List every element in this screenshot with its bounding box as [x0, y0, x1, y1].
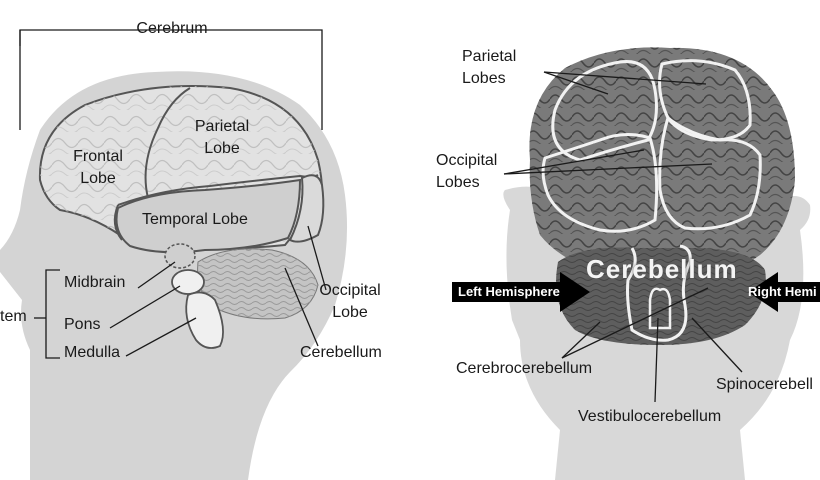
midbrain-label: Midbrain [64, 274, 126, 291]
parietal-lobe-label-line1: Parietal [194, 118, 250, 135]
left-hemisphere-label: Left Hemisphere [458, 284, 560, 299]
left-leader-lines [19, 29, 327, 359]
occipital-lobes-label: Occipital Lobes [436, 150, 497, 194]
rear-brain-shape [529, 47, 795, 272]
frontal-lobe-label: Frontal Lobe [58, 146, 138, 190]
parietal-lobes-label-line2: Lobes [462, 70, 506, 87]
pons-label: Pons [64, 316, 101, 333]
occipital-lobe-shape [288, 174, 325, 243]
frontal-lobe-label-line1: Frontal [73, 148, 123, 165]
brainstem-label: tem [0, 308, 27, 325]
occipital-lobe-label: Occipital Lobe [308, 280, 392, 324]
medulla-label: Medulla [64, 344, 121, 361]
cerebellum-overlay-label: Cerebellum [586, 254, 738, 284]
occipital-lobe-label-line1: Occipital [319, 282, 381, 299]
cerebrocerebellum-label: Cerebrocerebellum [456, 360, 593, 377]
right-hemisphere-label: Right Hemi [748, 284, 817, 299]
hemisphere-arrows [452, 272, 820, 312]
brainstem-shape [164, 243, 224, 349]
spinocerebellum-label: Spinocerebell [716, 376, 813, 393]
occipital-lobes-label-line2: Lobes [436, 174, 480, 191]
occipital-lobes-label-line1: Occipital [436, 152, 498, 169]
parietal-lobe-label-line2: Lobe [204, 140, 240, 157]
rear-lobe-outlines [541, 59, 762, 233]
frontal-lobe-label-line2: Lobe [80, 170, 116, 187]
parietal-lobe-label: Parietal Lobe [180, 116, 264, 160]
temporal-lobe-label: Temporal Lobe [142, 211, 248, 228]
vestibulocerebellum-label: Vestibulocerebellum [578, 408, 722, 425]
cerebellum-label: Cerebellum [300, 344, 382, 361]
parietal-lobes-label-line1: Parietal [462, 48, 517, 65]
temporal-lobe-shape [115, 178, 302, 254]
parietal-lobes-label: Parietal Lobes [462, 46, 516, 90]
right-leader-lines [503, 71, 743, 403]
occipital-lobe-label-line2: Lobe [332, 304, 368, 321]
rear-cerebellum-shape [556, 244, 766, 345]
cerebrum-label: Cerebrum [136, 20, 208, 37]
